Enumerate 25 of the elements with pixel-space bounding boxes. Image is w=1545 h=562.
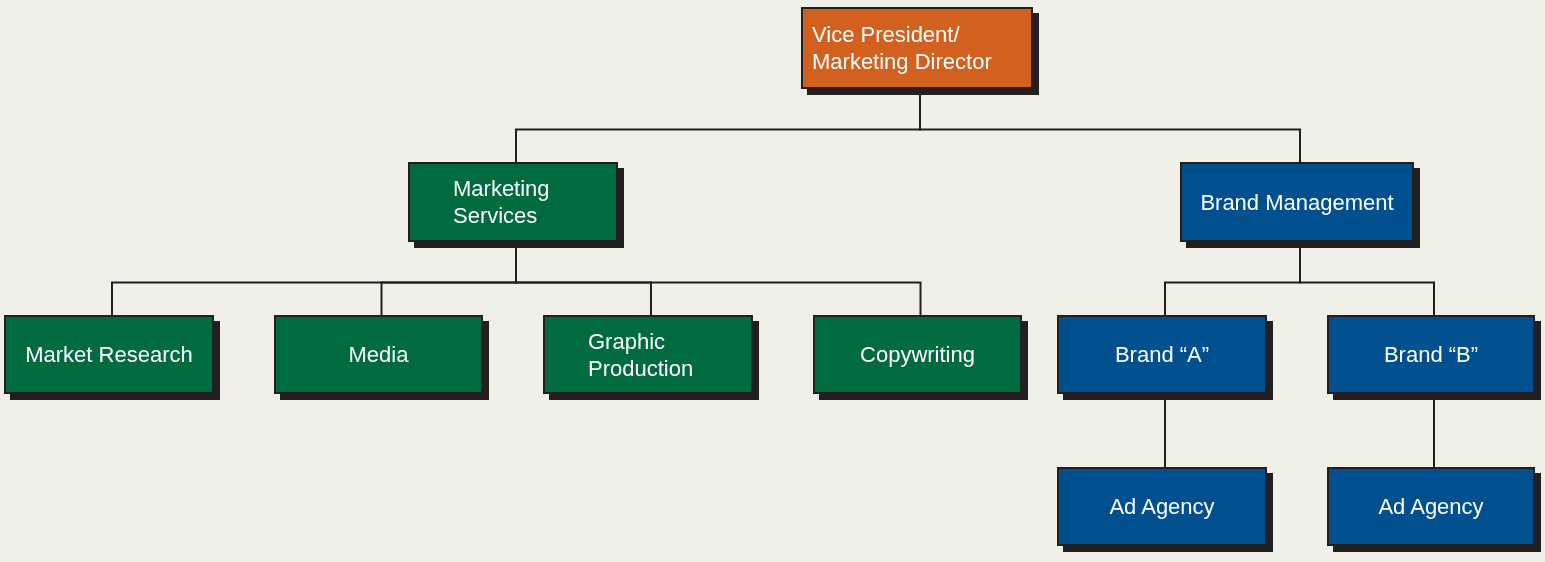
org-unit-box — [1327, 315, 1541, 400]
connector-line — [1433, 399, 1435, 468]
unit-title: Vice President/ Marketing Director — [812, 21, 993, 75]
org-unit-box — [543, 315, 759, 400]
org-unit-box — [274, 315, 489, 400]
unit-title: Brand Management — [1200, 188, 1394, 216]
org-unit-box — [1327, 467, 1541, 552]
org-unit-box — [408, 162, 624, 248]
org-unit-box — [4, 315, 220, 400]
connector-line — [1299, 247, 1435, 316]
org-unit-box — [1057, 467, 1273, 552]
unit-title: Ad Agency — [1109, 493, 1215, 520]
unit-title: Graphic Production — [588, 327, 695, 382]
unit-title: Brand “B” — [1383, 341, 1479, 368]
org-unit-box — [1180, 162, 1420, 248]
unit-title: Ad Agency — [1378, 493, 1484, 520]
connector-line — [1164, 399, 1166, 468]
unit-title: Brand “A” — [1114, 341, 1210, 368]
unit-title: Copywriting — [860, 341, 975, 368]
org-unit-box — [813, 315, 1028, 400]
unit-title: Marketing Services — [453, 175, 551, 229]
org-unit-box — [801, 7, 1039, 95]
org-unit-box — [1057, 315, 1273, 400]
unit-title: Market Research — [25, 341, 193, 368]
unit-title: Media — [348, 341, 409, 368]
